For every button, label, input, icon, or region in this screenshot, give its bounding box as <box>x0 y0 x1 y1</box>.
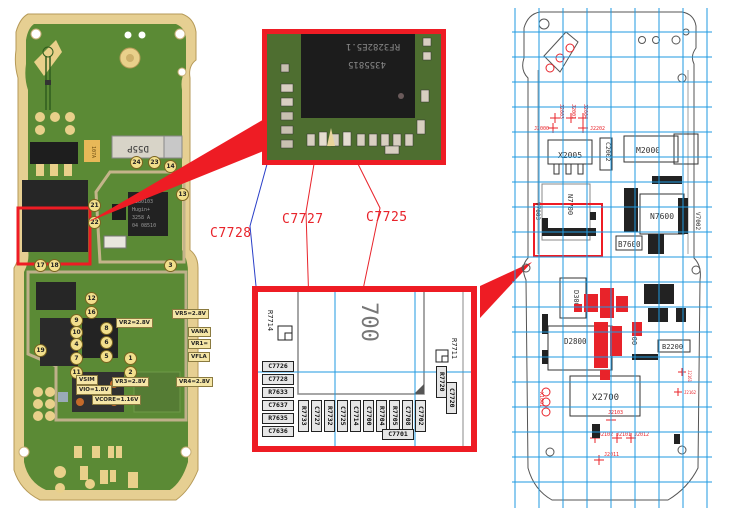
comp-x2005: X2005 <box>558 151 582 160</box>
ref-c7708: C7708 <box>402 400 413 432</box>
tp-j2202: J2202 <box>590 126 605 132</box>
ref-c7714: C7714 <box>350 400 361 432</box>
test-point-5: 5 <box>100 350 113 363</box>
layout-grid <box>512 8 712 508</box>
ref-r7711: R7711 <box>450 338 458 359</box>
comp-b2200: B2200 <box>662 343 683 351</box>
ref-r7705: R7705 <box>389 400 400 432</box>
voltage-tag-vcore: VCORE=1.16V <box>92 395 142 405</box>
comp-v7003: V7003 <box>534 202 541 220</box>
comp-b7600: B7600 <box>618 240 641 249</box>
comp-d3000: D3000 <box>572 290 580 311</box>
test-point-18: 18 <box>48 259 61 272</box>
voltage-tag-vsim: VSIM <box>76 375 98 385</box>
tp-j2001: J2001 <box>570 104 576 119</box>
tp-j2011: J2011 <box>604 452 619 458</box>
comp-m2000: M2000 <box>636 146 660 155</box>
ref-r7714: R7714 <box>266 310 274 331</box>
ref-c7637: C7637 <box>262 400 294 411</box>
tp-j2101: J2101 <box>616 432 631 438</box>
test-point-14: 14 <box>164 160 177 173</box>
part-label: 700 <box>356 302 381 342</box>
tp-j2102: J2102 <box>598 432 613 438</box>
rf-chip-marking-2: Hugin+ <box>132 207 150 213</box>
schematic-zoom-panel: 700 R7714 R7711 C7726 C7728 R7633 C7637 … <box>252 286 477 452</box>
ref-c7726: C7726 <box>262 361 294 372</box>
power-chip-marking: D55P <box>127 143 149 153</box>
test-point-8: 8 <box>100 322 113 335</box>
tp-j2004: J2004 <box>582 104 588 119</box>
callout-label-c7727: C7727 <box>282 212 324 227</box>
chip-outline-n7700 <box>297 292 425 395</box>
voltage-tag-vr2: VR2=2.8V <box>116 318 153 328</box>
ref-r7704: R7704 <box>376 400 387 432</box>
rf-chip-marking-3: 3258 A <box>132 215 150 221</box>
comp-d2800: D2800 <box>564 337 587 346</box>
rf-chip-marking-1: 4380103 <box>132 199 153 205</box>
test-point-10: 10 <box>70 326 83 339</box>
ref-r7732: R7732 <box>324 400 335 432</box>
voltage-tag-vio: VIO=1.8V <box>76 385 112 395</box>
test-point-7: 7 <box>70 352 83 365</box>
comp-v7002: V7002 <box>694 212 701 230</box>
voltage-tag-vr1: VR1= <box>188 339 211 349</box>
test-point-12: 12 <box>85 292 98 305</box>
test-point-24: 24 <box>130 156 143 169</box>
test-point-4: 4 <box>70 338 83 351</box>
layout-highlight-box <box>533 203 603 257</box>
voltage-tag-vfla: VFLA <box>188 352 210 362</box>
ref-c7700: C7700 <box>363 400 374 432</box>
rf-ic-package <box>301 34 415 118</box>
rf-chip-marking-4: 04 08510 <box>132 223 156 229</box>
voltage-tag-vr4: VR4=2.8V <box>176 377 213 387</box>
tp-j2161: J2161 <box>687 370 692 383</box>
test-point-23: 23 <box>148 156 161 169</box>
ref-c7720: C7720 <box>446 382 457 414</box>
test-point-13: 13 <box>176 188 189 201</box>
test-point-19: 19 <box>34 344 47 357</box>
tp-j2012: J2012 <box>634 432 649 438</box>
tp-j2162: J2162 <box>684 390 697 395</box>
voltage-tag-vana: VANA <box>188 327 211 337</box>
layout-zoom-pointer <box>480 262 532 318</box>
ref-r7633: R7633 <box>262 387 294 398</box>
ref-r7635: R7635 <box>262 413 294 424</box>
comp-n7600: N7600 <box>650 212 674 221</box>
voltage-tag-vr3: VR3=2.8V <box>112 377 149 387</box>
test-point-3: 3 <box>164 259 177 272</box>
ref-c7702: C7702 <box>415 400 426 432</box>
photo-zoom-pointer <box>88 118 266 222</box>
test-point-1: 1 <box>124 352 137 365</box>
test-point-17: 17 <box>34 259 47 272</box>
photo-zoom-panel: RF3282E5.1 4355815 <box>262 29 446 165</box>
tp-j2000: J2000 <box>534 126 549 132</box>
ref-c7725: C7725 <box>337 400 348 432</box>
callout-label-c7728: C7728 <box>210 226 252 241</box>
test-point-2: 2 <box>124 366 137 379</box>
test-point-6: 6 <box>100 336 113 349</box>
layout-map: J2003 J2001 J2004 J2000 J2202 J2103 J210… <box>512 8 712 508</box>
ref-c7701: C7701 <box>382 429 414 440</box>
voltage-tag-vr5: VR5=2.8V <box>172 309 209 319</box>
zoom-chip-marking-1: RF3282E5.1 <box>346 41 400 51</box>
test-point-16: 16 <box>85 306 98 319</box>
ref-c7727: C7727 <box>311 400 322 432</box>
comp-x2700: X2700 <box>592 393 619 403</box>
tantalum-marking: 107A <box>90 146 96 158</box>
test-point-22: 22 <box>88 216 101 229</box>
ref-c7636: C7636 <box>262 426 294 437</box>
ref-r7733: R7733 <box>298 400 309 432</box>
comp-c2002: C2002 <box>604 142 612 162</box>
test-point-21: 21 <box>88 199 101 212</box>
comp-x1001: X1001 <box>538 392 544 407</box>
pcb-photo: 107A D55P 4380103 Hugin+ 3258 A 04 08510… <box>0 0 213 510</box>
tp-j2103: J2103 <box>608 410 623 416</box>
ref-c7728: C7728 <box>262 374 294 385</box>
callout-label-c7725: C7725 <box>366 210 408 225</box>
tp-j2003: J2003 <box>558 104 564 119</box>
zoom-chip-marking-2: 4355815 <box>348 59 386 69</box>
layout-board-outline <box>522 11 701 501</box>
